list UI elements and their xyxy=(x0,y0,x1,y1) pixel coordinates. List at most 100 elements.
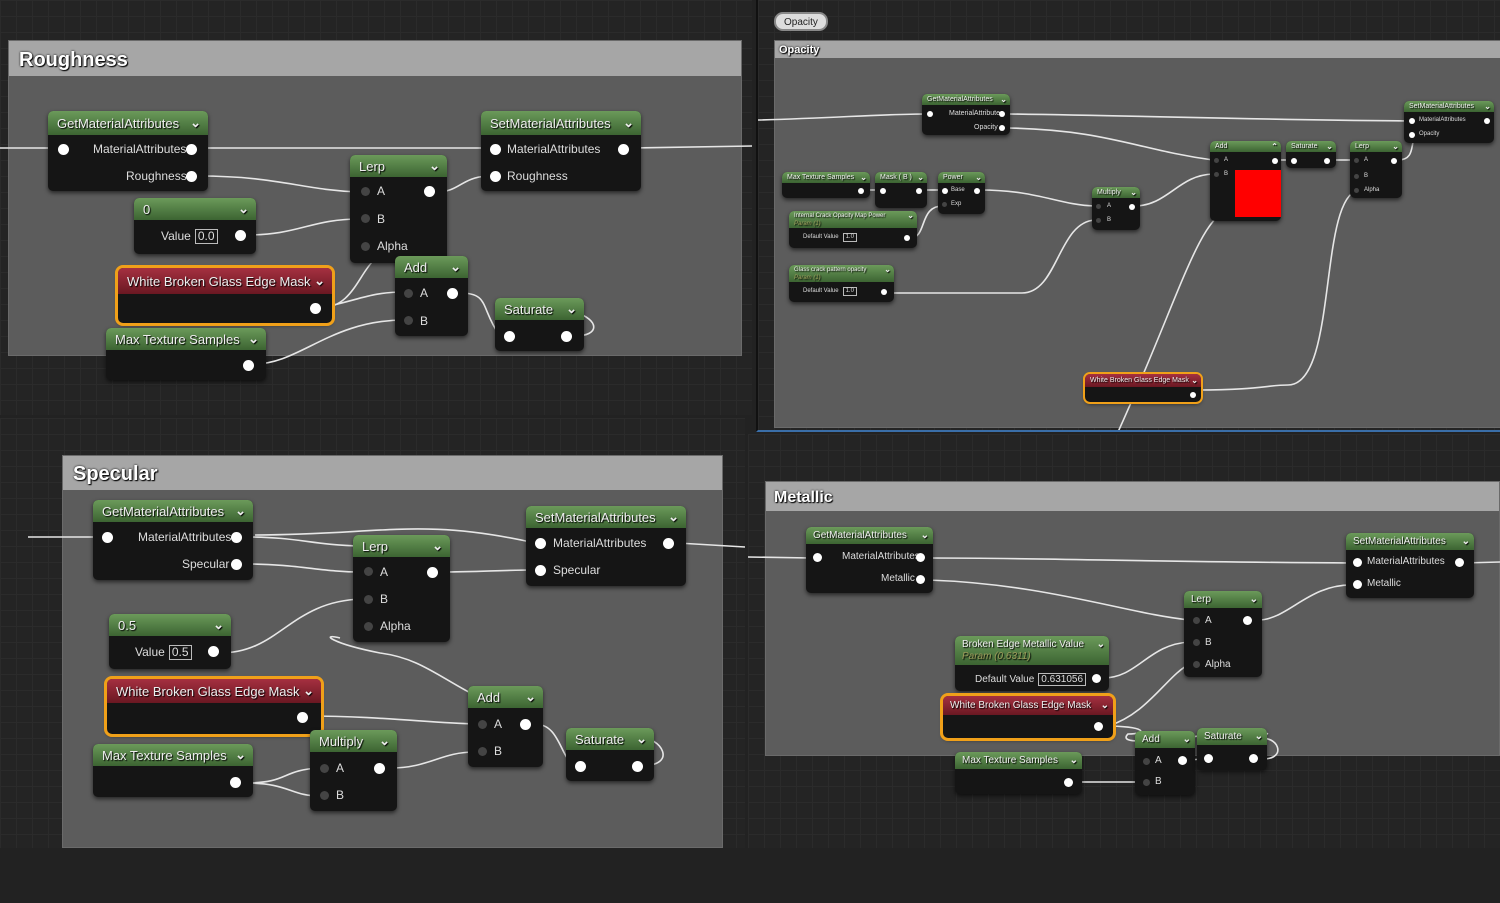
chevron-down-icon[interactable]: ⌄ xyxy=(1326,142,1333,151)
chevron-down-icon[interactable]: ⌄ xyxy=(1249,594,1258,605)
output-pin[interactable] xyxy=(1190,392,1196,398)
saturate-node[interactable]: Saturate⌄ xyxy=(1197,728,1267,770)
max-texture-samples-node[interactable]: Max Texture Samples⌄ xyxy=(106,328,266,380)
output-pin[interactable] xyxy=(618,144,629,155)
chevron-down-icon[interactable]: ⌄ xyxy=(429,158,440,173)
chevron-down-icon[interactable]: ⌄ xyxy=(884,265,891,274)
chevron-down-icon[interactable]: ⌄ xyxy=(1484,102,1491,111)
input-pin[interactable] xyxy=(361,187,370,196)
chevron-down-icon[interactable]: ⌄ xyxy=(668,509,679,524)
output-pin[interactable] xyxy=(999,125,1005,131)
input-pin[interactable] xyxy=(364,595,373,604)
input-pin[interactable] xyxy=(404,289,413,298)
chevron-down-icon[interactable]: ⌄ xyxy=(1100,700,1109,711)
specular-panel[interactable]: Specular GetMaterialAttributes⌄ Material… xyxy=(0,418,745,848)
lerp-node[interactable]: Lerp⌄ A B Alpha xyxy=(1350,141,1402,198)
input-pin[interactable] xyxy=(1354,188,1359,193)
output-pin[interactable] xyxy=(1391,158,1397,164)
output-pin[interactable] xyxy=(1272,158,1278,164)
get-material-attributes-node[interactable]: GetMaterialAttributes⌄ MaterialAttribute… xyxy=(48,111,208,191)
input-pin[interactable] xyxy=(1193,661,1200,668)
set-material-attributes-node[interactable]: SetMaterialAttributes⌄ MaterialAttribute… xyxy=(526,506,686,586)
output-pin[interactable] xyxy=(208,646,219,657)
chevron-down-icon[interactable]: ⌄ xyxy=(303,683,314,698)
output-pin[interactable] xyxy=(424,186,435,197)
input-pin[interactable] xyxy=(1143,779,1150,786)
output-pin[interactable] xyxy=(1129,204,1135,210)
output-pin[interactable] xyxy=(310,303,321,314)
input-pin[interactable] xyxy=(1409,132,1415,138)
input-pin[interactable] xyxy=(320,791,329,800)
input-pin[interactable] xyxy=(364,622,373,631)
chevron-down-icon[interactable]: ⌄ xyxy=(190,115,201,130)
roughness-panel[interactable]: Roughness GetMaterialAttributes⌄ Materia… xyxy=(0,0,752,415)
input-pin[interactable] xyxy=(1409,118,1415,124)
chevron-down-icon[interactable]: ⌄ xyxy=(432,538,443,553)
chevron-down-icon[interactable]: ⌄ xyxy=(920,530,929,541)
input-pin[interactable] xyxy=(535,565,546,576)
output-pin[interactable] xyxy=(235,230,246,241)
chevron-down-icon[interactable]: ⌄ xyxy=(235,503,246,518)
output-pin[interactable] xyxy=(1064,778,1073,787)
input-pin[interactable] xyxy=(1143,758,1150,765)
power-node[interactable]: Power⌄ Base Exp xyxy=(938,172,985,214)
chevron-down-icon[interactable]: ⌄ xyxy=(314,273,325,288)
white-broken-glass-edge-mask-node[interactable]: White Broken Glass Edge Mask⌄ xyxy=(104,676,324,737)
set-material-attributes-node[interactable]: SetMaterialAttributes⌄ MaterialAttribute… xyxy=(481,111,641,191)
chevron-down-icon[interactable]: ⌄ xyxy=(1254,731,1263,742)
input-pin[interactable] xyxy=(1214,158,1219,163)
white-broken-glass-edge-mask-node[interactable]: White Broken Glass Edge Mask⌄ xyxy=(1083,372,1203,404)
value-input[interactable]: 0.5 xyxy=(168,645,192,661)
output-pin[interactable] xyxy=(561,331,572,342)
comment-title[interactable]: Roughness xyxy=(9,41,741,76)
chevron-down-icon[interactable]: ⌄ xyxy=(636,731,647,746)
output-pin[interactable] xyxy=(1484,118,1490,124)
chevron-down-icon[interactable]: ⌄ xyxy=(248,331,259,346)
input-pin[interactable] xyxy=(880,188,886,194)
max-texture-samples-node[interactable]: Max Texture Samples⌄ xyxy=(782,172,870,198)
chevron-down-icon[interactable]: ⌄ xyxy=(566,301,577,316)
chevron-down-icon[interactable]: ⌄ xyxy=(1191,376,1198,385)
get-material-attributes-node[interactable]: GetMaterialAttributes⌄ MaterialAttribute… xyxy=(922,94,1010,135)
chevron-down-icon[interactable]: ⌄ xyxy=(213,617,224,632)
chevron-down-icon[interactable]: ⌄ xyxy=(238,201,249,216)
value-input[interactable]: 1.0 xyxy=(842,233,857,242)
input-pin[interactable] xyxy=(1193,639,1200,646)
chevron-up-icon[interactable]: ⌃ xyxy=(1271,142,1278,151)
get-material-attributes-node[interactable]: GetMaterialAttributes⌄ MaterialAttribute… xyxy=(93,500,253,580)
output-pin[interactable] xyxy=(663,538,674,549)
lerp-node[interactable]: Lerp⌄ A B Alpha xyxy=(353,535,450,642)
input-pin[interactable] xyxy=(1204,754,1213,763)
white-broken-glass-edge-mask-node[interactable]: White Broken Glass Edge Mask⌄ xyxy=(115,265,335,326)
input-pin[interactable] xyxy=(1096,218,1101,223)
chevron-down-icon[interactable]: ⌄ xyxy=(860,173,867,182)
output-pin[interactable] xyxy=(974,188,980,194)
output-pin[interactable] xyxy=(858,188,864,194)
input-pin[interactable] xyxy=(490,171,501,182)
value-input[interactable]: 0.0 xyxy=(194,229,218,245)
value-input[interactable]: 1.0 xyxy=(842,287,857,296)
get-material-attributes-node[interactable]: GetMaterialAttributes⌄ MaterialAttribute… xyxy=(806,527,933,593)
input-pin[interactable] xyxy=(1096,204,1101,209)
comment-title[interactable]: Specular xyxy=(63,456,722,490)
white-broken-glass-edge-mask-node[interactable]: White Broken Glass Edge Mask⌄ xyxy=(940,693,1116,741)
output-pin[interactable] xyxy=(374,763,385,774)
input-pin[interactable] xyxy=(575,761,586,772)
output-pin[interactable] xyxy=(1455,558,1464,567)
input-pin[interactable] xyxy=(813,553,822,562)
opacity-badge[interactable]: Opacity xyxy=(774,12,828,31)
output-pin[interactable] xyxy=(1324,158,1330,164)
output-pin[interactable] xyxy=(447,288,458,299)
multiply-node[interactable]: Multiply⌄ A B xyxy=(310,730,397,811)
add-node[interactable]: Add⌄ A B xyxy=(395,256,468,336)
set-material-attributes-node[interactable]: SetMaterialAttributes⌄ MaterialAttribute… xyxy=(1346,533,1474,598)
chevron-down-icon[interactable]: ⌄ xyxy=(907,211,914,220)
